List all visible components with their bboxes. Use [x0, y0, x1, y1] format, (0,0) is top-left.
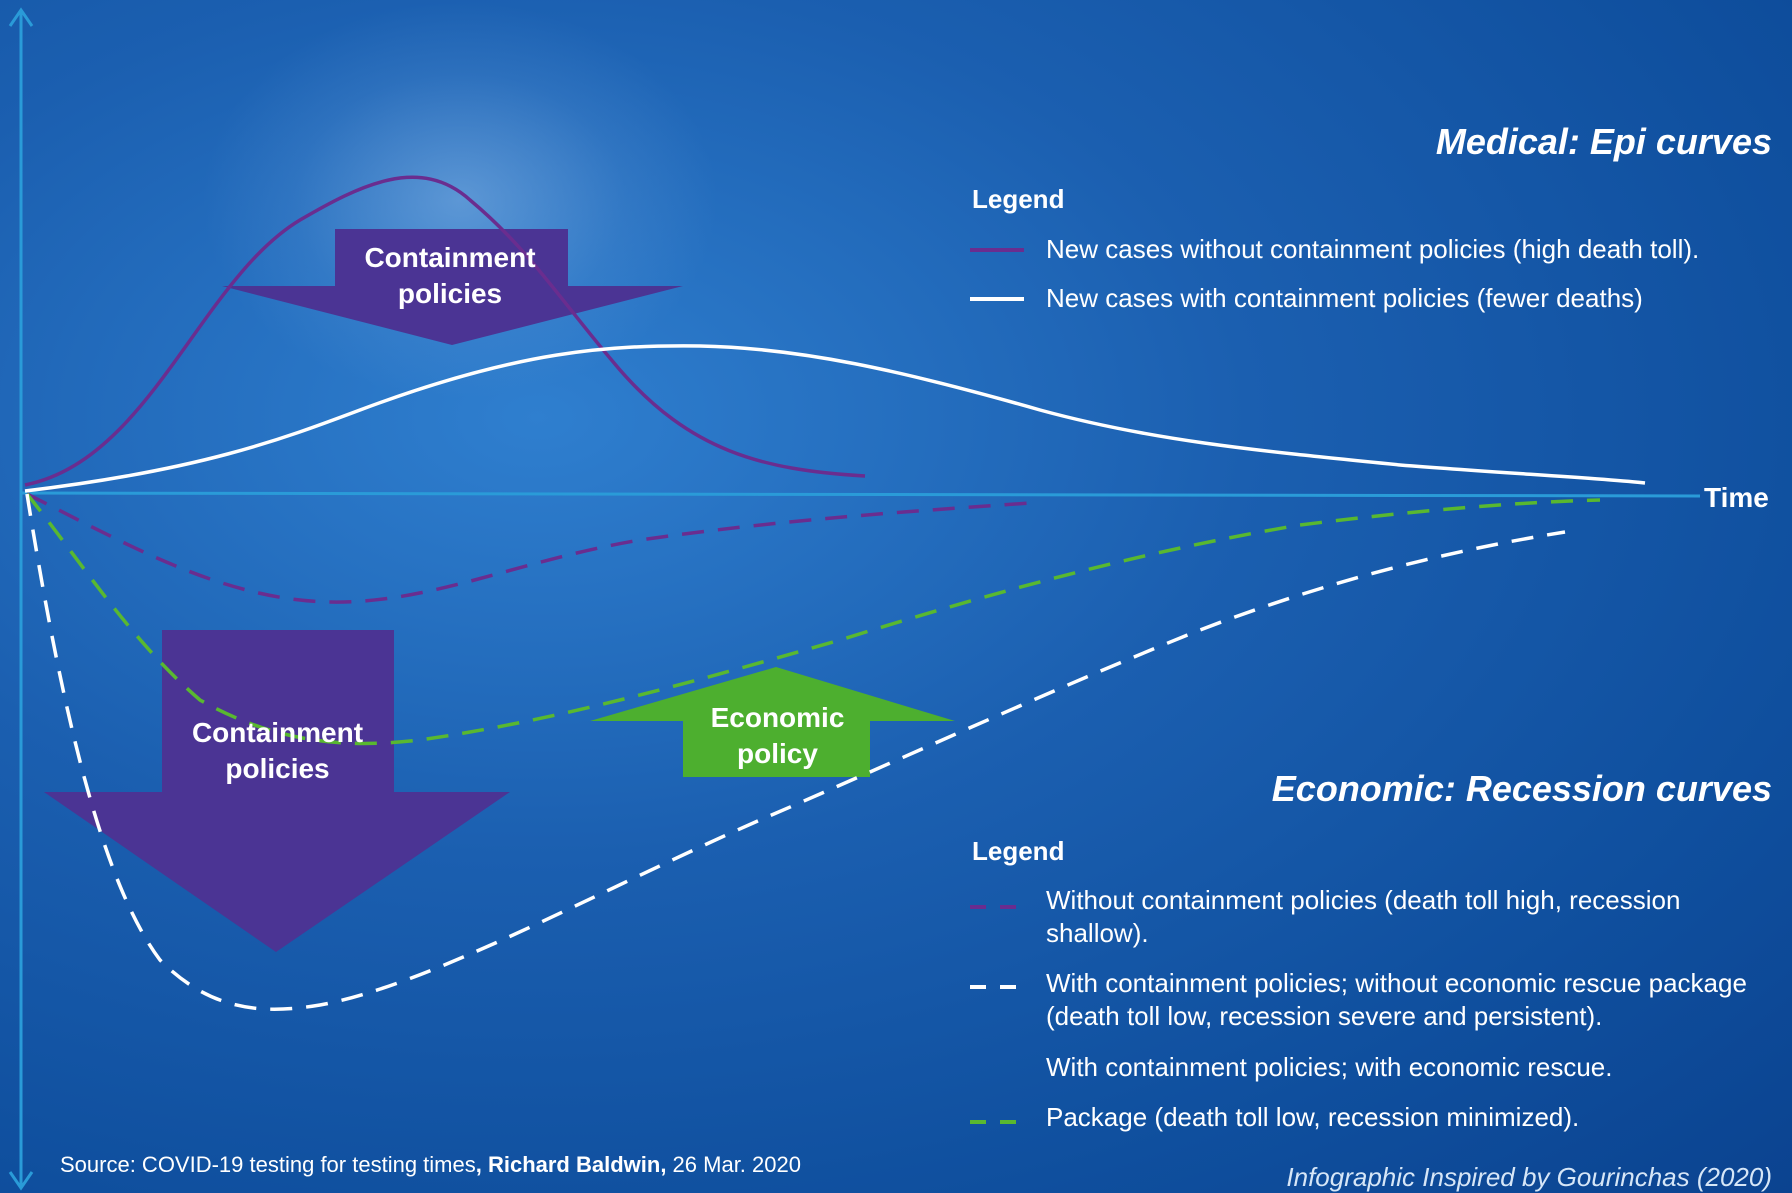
arrow-label-bottom-containment: Containment policies — [191, 717, 364, 785]
source-citation: Source: COVID-19 testing for testing tim… — [60, 1152, 801, 1178]
legend-label: New cases with containment policies (few… — [1046, 283, 1643, 313]
legend-item-epi-with-containment: New cases with containment policies (few… — [970, 282, 1786, 315]
time-axis — [20, 491, 1701, 498]
epi-curve-with-containment — [24, 344, 1646, 493]
recession-curve-no-containment — [26, 492, 1031, 604]
arrow-label-economic-policy: Economic policy — [710, 702, 845, 770]
medical-legend-title: Legend — [972, 184, 1065, 214]
recession-curve-no-rescue — [25, 493, 1566, 1011]
economic-policy-arrow — [590, 667, 955, 777]
axis-arrow-down — [8, 1171, 34, 1191]
legend-label: Package (death toll low, recession minim… — [1046, 1102, 1580, 1132]
infographic-credit: Infographic Inspired by Gourinchas (2020… — [1286, 1162, 1772, 1192]
epi-curve-no-containment — [24, 175, 866, 487]
legend-item-recession-no-containment: Without containment policies (death toll… — [970, 884, 1786, 950]
legend-label: With containment policies; with economic… — [1046, 1052, 1613, 1082]
purple-solid-swatch — [970, 233, 1046, 261]
containment-arrow-top — [222, 229, 683, 345]
time-axis-label: Time — [1704, 482, 1769, 513]
arrow-label-top-containment: Containment policies — [364, 242, 536, 310]
legend-item-recession-no-rescue: With containment policies; without econo… — [970, 967, 1786, 1033]
medical-heading: Medical: Epi curves — [1435, 121, 1772, 162]
source-author: , Richard Baldwin, — [475, 1152, 667, 1177]
source-prefix: Source: COVID-19 testing for testing tim… — [60, 1152, 476, 1177]
legend-item-recession-package: Package (death toll low, recession minim… — [970, 1101, 1786, 1134]
white-dashed-swatch — [970, 967, 1046, 995]
economic-heading: Economic: Recession curves — [1271, 768, 1772, 809]
containment-arrow-bottom — [44, 630, 510, 952]
legend-label: New cases without containment policies (… — [1046, 234, 1700, 264]
legend-item-recession-with-rescue: With containment policies; with economic… — [970, 1051, 1786, 1084]
purple-dashed-swatch — [970, 884, 1046, 912]
economic-legend-title: Legend — [972, 836, 1065, 866]
legend-item-epi-no-containment: New cases without containment policies (… — [970, 233, 1786, 266]
empty-swatch — [970, 1051, 1046, 1079]
white-solid-swatch — [970, 282, 1046, 310]
source-date: 26 Mar. 2020 — [666, 1152, 801, 1177]
recession-curve-economic-rescue — [25, 492, 1601, 746]
axis-arrow-up — [8, 7, 34, 27]
green-dashed-swatch — [970, 1101, 1046, 1129]
legend-label: Without containment policies (death toll… — [1046, 885, 1681, 948]
legend-label: With containment policies; without econo… — [1046, 968, 1747, 1031]
